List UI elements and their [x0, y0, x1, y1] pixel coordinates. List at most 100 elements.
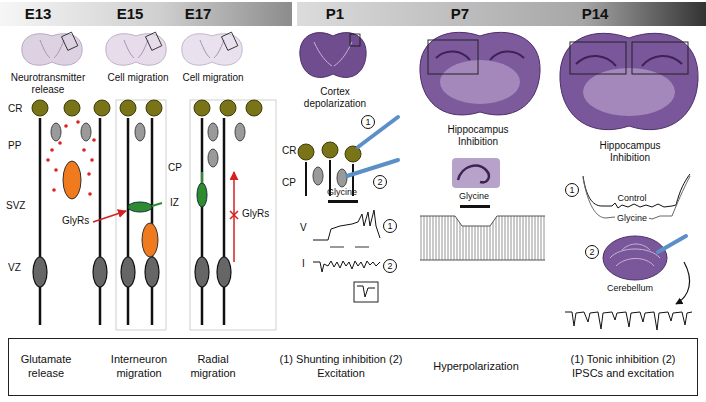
neuron — [337, 169, 347, 187]
summary-text: Radial migration — [178, 353, 248, 379]
brain-slice — [420, 32, 540, 115]
dot — [82, 148, 86, 152]
slice-outline — [182, 34, 242, 65]
cr-cell — [120, 100, 136, 116]
migrating-cell — [128, 202, 152, 212]
neuron — [313, 167, 323, 185]
summary-text: Glutamate release — [10, 353, 82, 379]
slice-core — [440, 60, 520, 104]
dot — [92, 138, 96, 142]
control-trace — [583, 174, 690, 208]
progenitor-cell — [63, 161, 81, 199]
stage-caption: Neurotransmitter release — [2, 72, 94, 95]
curved-arrow — [676, 262, 690, 304]
slice-outline — [106, 34, 166, 65]
cr-cell — [246, 100, 262, 116]
region-box — [570, 42, 626, 74]
cr-cell — [194, 100, 210, 116]
stage-caption: Hippocampus Inhibition — [588, 140, 672, 163]
neuron — [208, 149, 218, 167]
stage-label: E15 — [117, 6, 144, 23]
ventricle — [314, 42, 352, 66]
folia — [610, 244, 660, 266]
axis-label: V — [300, 222, 307, 234]
brain-slice — [300, 33, 366, 78]
glia-fiber — [40, 118, 224, 325]
dot — [64, 124, 68, 128]
brain-slice — [182, 32, 242, 65]
timeline-band: P1 P7 P14 — [297, 2, 706, 26]
layer-label: VZ — [8, 262, 21, 274]
radial-glia — [33, 118, 353, 325]
current-trace — [313, 261, 380, 272]
progenitor-cell — [142, 223, 158, 257]
dot — [54, 168, 58, 172]
cr-cell — [322, 142, 338, 158]
callout-number: 2 — [387, 262, 392, 271]
ventricle — [200, 40, 224, 58]
neuron — [51, 123, 61, 141]
callout-number: 1 — [569, 186, 574, 195]
cr-cell — [146, 100, 162, 116]
region-label: Cerebellum — [607, 283, 653, 293]
summary-text: (1) Shunting inhibition (2) Excitation — [277, 353, 405, 379]
glia-soma — [93, 257, 107, 287]
slice-outline — [300, 33, 366, 78]
brain-slice — [560, 33, 698, 129]
neurons — [51, 123, 347, 187]
neuron — [81, 123, 91, 141]
cr-cell — [220, 100, 236, 116]
layer-label: SVZ — [6, 200, 25, 212]
hippocampus — [576, 56, 682, 66]
cr-cells — [32, 100, 361, 162]
summary-text: (1) Tonic inhibition (2) IPSCs and excit… — [557, 353, 689, 379]
summary-text: Interneuron migration — [97, 353, 181, 379]
stage-label: P1 — [326, 6, 344, 23]
callout-circle: 2 — [373, 175, 387, 189]
trace-label: Control — [615, 193, 648, 203]
drug-label: Glycine — [327, 187, 357, 197]
step-bar — [330, 246, 344, 248]
brain-slice — [22, 32, 82, 65]
neuron — [135, 123, 145, 141]
axis-label: I — [302, 258, 305, 270]
layer-label: CR — [282, 145, 296, 157]
region-box — [350, 34, 360, 46]
panel-frame — [116, 100, 166, 330]
slice-outline — [420, 32, 540, 115]
membrane-trace — [420, 216, 545, 260]
cr-cell — [298, 144, 314, 160]
leading-process — [201, 172, 203, 183]
dot — [50, 148, 54, 152]
inset-trace — [357, 286, 375, 297]
ventricle — [124, 40, 148, 58]
glycine-bar — [460, 205, 490, 208]
stage-label: E13 — [25, 6, 52, 23]
stage-label: P14 — [582, 6, 609, 23]
dot — [46, 158, 50, 162]
region-box — [222, 32, 238, 50]
stage-label: P7 — [451, 6, 469, 23]
trace-outline — [420, 216, 545, 260]
callout-circle: 1 — [383, 219, 397, 233]
stage-caption: Cell migration — [98, 72, 178, 84]
dot — [52, 188, 56, 192]
glia-soma — [121, 257, 135, 287]
layer-label: PP — [8, 140, 21, 152]
region-box — [62, 32, 78, 50]
glia-soma — [195, 257, 209, 287]
region-box — [428, 40, 478, 74]
region-box — [632, 42, 688, 74]
summary-box: Glutamate release Interneuron migrationRa… — [8, 338, 698, 396]
pipette — [347, 160, 398, 176]
callout-number: 2 — [589, 248, 594, 257]
drug-label: Glycine — [459, 191, 489, 201]
inset-box — [354, 282, 378, 302]
summary-text: Hyperpolarization — [421, 360, 531, 373]
glyr-arrow — [233, 172, 235, 262]
glutamate-dots — [46, 120, 96, 196]
cr-cell — [32, 100, 48, 116]
brain-slice — [106, 32, 166, 65]
block-mark — [230, 211, 238, 219]
hippocampus — [458, 166, 489, 183]
